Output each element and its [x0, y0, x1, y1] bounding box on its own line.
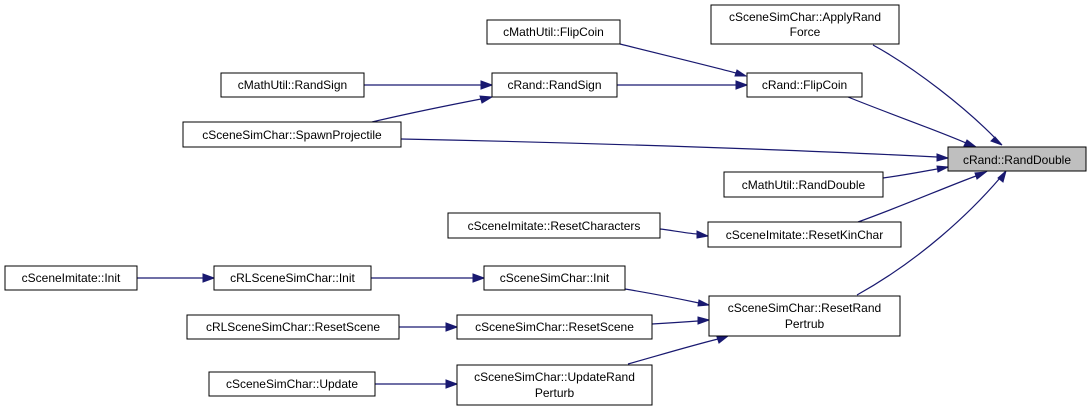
- edge-flipcoin-to-randdouble: [847, 96, 978, 148]
- node-scenesimchar-applyrandforce[interactable]: cSceneSimChar::ApplyRand Force: [710, 4, 900, 45]
- edge-layer: [137, 43, 1007, 389]
- edge-randsign-to-flipcoin: [617, 80, 749, 90]
- node-label-line-1: cSceneSimChar::ApplyRand: [729, 10, 881, 24]
- node-label: cSceneSimChar::Init: [500, 271, 610, 285]
- edge-rl-resetscene-to-simchar-resetscene: [399, 322, 459, 332]
- node-label: cRLSceneSimChar::ResetScene: [206, 320, 380, 334]
- edge-spawnprojectile-to-randdouble: [400, 138, 950, 162]
- edge-imitate-init-to-rl-init: [137, 273, 216, 283]
- node-label: cSceneImitate::ResetCharacters: [468, 219, 641, 233]
- edge-resetcharacters-to-resetkinchar: [659, 228, 710, 239]
- node-scenesimchar-updaterandperturb[interactable]: cSceneSimChar::UpdateRand Perturb: [456, 364, 653, 406]
- node-label-line-2: Perturb: [535, 386, 575, 400]
- node-label: cRand::RandDouble: [963, 153, 1071, 167]
- edge-resetrandpertrub-to-randdouble: [856, 169, 1007, 296]
- node-mathutil-randdouble[interactable]: cMathUtil::RandDouble: [723, 171, 884, 198]
- node-mathutil-flipcoin[interactable]: cMathUtil::FlipCoin: [486, 19, 621, 45]
- edge-applyrandforce-to-randdouble: [872, 44, 1003, 146]
- node-rand-randsign[interactable]: cRand::RandSign: [491, 72, 618, 98]
- edge-rl-init-to-simchar-init: [371, 273, 486, 283]
- node-rand-flipcoin[interactable]: cRand::FlipCoin: [746, 72, 863, 98]
- node-label-line-1: cSceneSimChar::UpdateRand: [474, 370, 635, 384]
- node-sceneimitate-init[interactable]: cSceneImitate::Init: [4, 265, 138, 291]
- edge-resetkinchar-to-randdouble: [857, 171, 988, 223]
- node-scenesimchar-update[interactable]: cSceneSimChar::Update: [208, 371, 376, 397]
- node-label: cSceneSimChar::Update: [226, 377, 358, 391]
- node-rlscenesimchar-resetscene[interactable]: cRLSceneSimChar::ResetScene: [186, 314, 400, 340]
- node-scenesimchar-resetscene[interactable]: cSceneSimChar::ResetScene: [456, 314, 653, 340]
- edge-simchar-resetscene-to-resetrandpertrub: [651, 316, 711, 325]
- edge-simchar-init-to-resetrandpertrub: [624, 288, 711, 307]
- node-label: cRLSceneSimChar::Init: [230, 271, 355, 285]
- node-sceneimitate-resetcharacters[interactable]: cSceneImitate::ResetCharacters: [447, 212, 661, 239]
- node-rlscenesimchar-init[interactable]: cRLSceneSimChar::Init: [213, 265, 372, 291]
- edge-updaterandperturb-to-resetrandpertrub: [627, 335, 730, 365]
- node-scenesimchar-resetrandpertrub[interactable]: cSceneSimChar::ResetRand Pertrub: [708, 295, 901, 337]
- edge-flipcoin-util-to-flipcoin: [619, 43, 748, 77]
- node-label-line-2: Force: [790, 25, 821, 39]
- node-scenesimchar-spawnprojectile[interactable]: cSceneSimChar::SpawnProjectile: [182, 121, 402, 148]
- edge-spawnprojectile-to-randsign: [371, 95, 494, 123]
- node-label: cMathUtil::RandSign: [238, 78, 347, 92]
- node-label-line-2: Pertrub: [785, 317, 825, 331]
- node-layer: cRand::RandDouble cSceneSimChar::ApplyRa…: [4, 4, 1087, 406]
- node-label: cSceneImitate::ResetKinChar: [726, 228, 883, 242]
- node-mathutil-randsign[interactable]: cMathUtil::RandSign: [220, 72, 365, 98]
- node-sceneimitate-resetkinchar[interactable]: cSceneImitate::ResetKinChar: [707, 221, 902, 248]
- node-label: cSceneImitate::Init: [22, 271, 121, 285]
- node-label: cMathUtil::RandDouble: [742, 178, 866, 192]
- node-label: cMathUtil::FlipCoin: [503, 25, 604, 39]
- node-scenesimchar-init[interactable]: cSceneSimChar::Init: [483, 265, 626, 291]
- edge-simchar-update-to-updaterandperturb: [375, 379, 459, 389]
- edge-randdouble-util-to-randdouble: [882, 165, 950, 179]
- edge-randsign-util-to-randsign: [364, 80, 494, 90]
- node-label-line-1: cSceneSimChar::ResetRand: [728, 301, 881, 315]
- node-label: cRand::RandSign: [507, 78, 601, 92]
- node-label: cSceneSimChar::ResetScene: [475, 320, 634, 334]
- node-rand-randdouble[interactable]: cRand::RandDouble: [947, 146, 1087, 172]
- node-label: cRand::FlipCoin: [762, 78, 847, 92]
- node-label: cSceneSimChar::SpawnProjectile: [202, 128, 382, 142]
